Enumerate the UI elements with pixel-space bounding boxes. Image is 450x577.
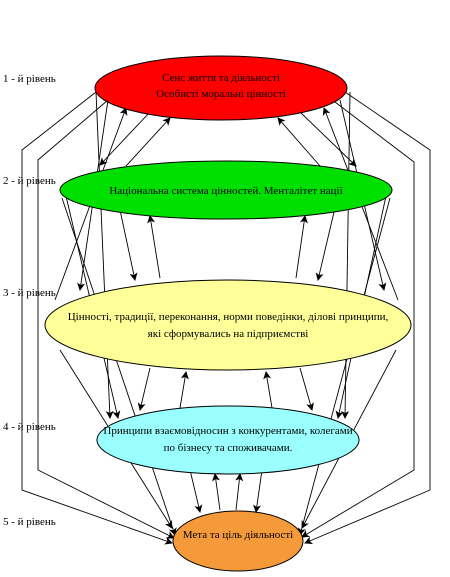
node-5-line-1: Мета та ціль діяльності — [183, 529, 294, 541]
level-label-3: 3 - й рівень — [3, 287, 56, 299]
arrow-l2-l5-b — [297, 197, 391, 536]
arrow-l5-l4-b — [235, 473, 244, 511]
arrow-l1-l2-b — [299, 111, 357, 167]
node-3-line-1: Цінності, традиції, переконання, норми п… — [68, 311, 389, 323]
arrow-outer-left-1 — [21, 91, 173, 545]
arrow-outer-right-2 — [301, 101, 415, 538]
node-2-ellipse — [59, 160, 393, 220]
arrow-l2-l5-a — [61, 197, 177, 536]
arrow-l2-l3-a — [119, 209, 138, 281]
arrow-l1-l4-b — [341, 91, 351, 419]
arrow-outer-right-1 — [304, 91, 431, 544]
level-label-4: 4 - й рівень — [3, 421, 56, 433]
node-5-ellipse — [172, 510, 304, 572]
connector-arrows — [21, 91, 431, 545]
arrow-l4-l5-a — [189, 469, 203, 513]
arrow-l5-l4-a — [212, 473, 221, 511]
level-label-1: 1 - й рівень — [3, 73, 56, 85]
node-4-ellipse — [96, 405, 360, 475]
node-4-line-2: по бізнесу та споживачами. — [164, 442, 293, 454]
arrow-l2-l1-b — [277, 117, 321, 167]
node-3-ellipse — [44, 279, 412, 371]
arrow-l3-l4-a — [137, 367, 151, 411]
arrow-outer-left-2 — [37, 99, 175, 539]
arrow-l2-l3-b — [315, 211, 335, 281]
arrow-l3-l4-b — [299, 367, 314, 411]
node-1-ellipse — [94, 55, 348, 121]
node-4-line-1: Принципи взаємовідносин з конкурентами, … — [103, 425, 352, 437]
arrow-l3-l2-a — [147, 215, 161, 279]
arrow-l4-l3-b — [263, 371, 273, 409]
arrow-l2-l1-a — [125, 117, 171, 167]
level-label-2: 2 - й рівень — [3, 175, 56, 187]
node-1-line-2: Особисті моральні цінності — [156, 88, 286, 100]
arrow-l4-l3-a — [179, 371, 189, 409]
level-label-5: 5 - й рівень — [3, 516, 56, 528]
arrow-l1-l4-a — [95, 91, 114, 419]
arrow-l3-l2-b — [295, 215, 308, 279]
node-3-line-2: які сформувались на підприємстві — [148, 328, 309, 340]
node-2-line-1: Національна система цінностей. Менталіте… — [109, 185, 343, 197]
arrow-l4-l5-b — [253, 469, 263, 513]
node-1-line-1: Сенс життя та діяльності — [162, 72, 280, 84]
